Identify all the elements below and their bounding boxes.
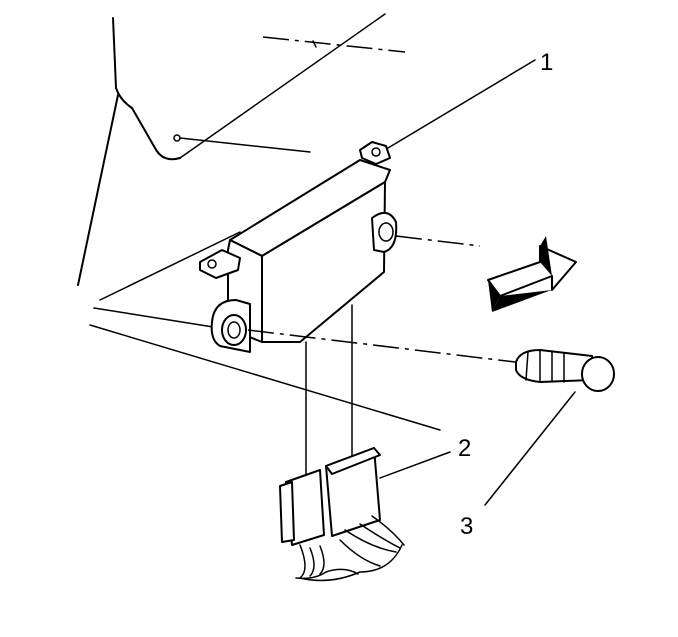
vehicle-panel-outline <box>77 13 441 431</box>
direction-arrow-icon <box>487 236 577 312</box>
leader-lines <box>93 59 576 506</box>
callout-2: 2 <box>458 435 471 462</box>
wiring-harness <box>295 515 405 582</box>
control-module <box>199 141 398 353</box>
push-pin-fastener <box>515 349 615 392</box>
callout-1: 1 <box>540 49 553 76</box>
callout-3: 3 <box>460 513 473 540</box>
center-lines <box>247 235 516 476</box>
electrical-connectors <box>279 447 381 546</box>
